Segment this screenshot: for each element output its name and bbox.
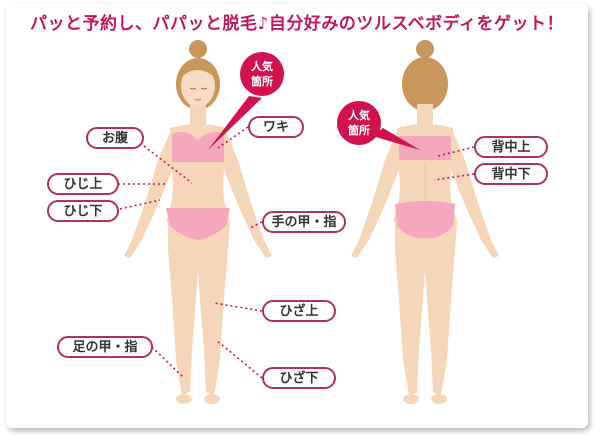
badge-pointer-back <box>372 128 420 150</box>
callout-upper-arm: ひじ上 <box>47 173 119 195</box>
callout-lower-back: 背中下 <box>474 163 548 185</box>
callout-upper-back: 背中上 <box>474 136 548 158</box>
badge-pointer-front <box>208 96 262 150</box>
callout-hand: 手の甲・指 <box>262 211 346 233</box>
back-figure <box>351 40 499 404</box>
front-figure <box>124 40 272 404</box>
leader-lines <box>118 126 475 379</box>
callout-above-knee: ひざ上 <box>262 300 336 322</box>
callout-lower-arm: ひじ下 <box>47 200 119 222</box>
callout-belly: お腹 <box>86 127 144 149</box>
callout-foot: 足の甲・指 <box>57 336 153 358</box>
popular-badge-back: 人気 箇所 <box>337 101 381 145</box>
popular-badge-front: 人気 箇所 <box>240 52 284 96</box>
callout-below-knee: ひざ下 <box>262 367 336 389</box>
callout-underarm: ワキ <box>248 116 304 138</box>
headline: パッと予約し、パパッと脱毛♪自分好みのツルスベボディをゲット！ <box>30 14 564 34</box>
